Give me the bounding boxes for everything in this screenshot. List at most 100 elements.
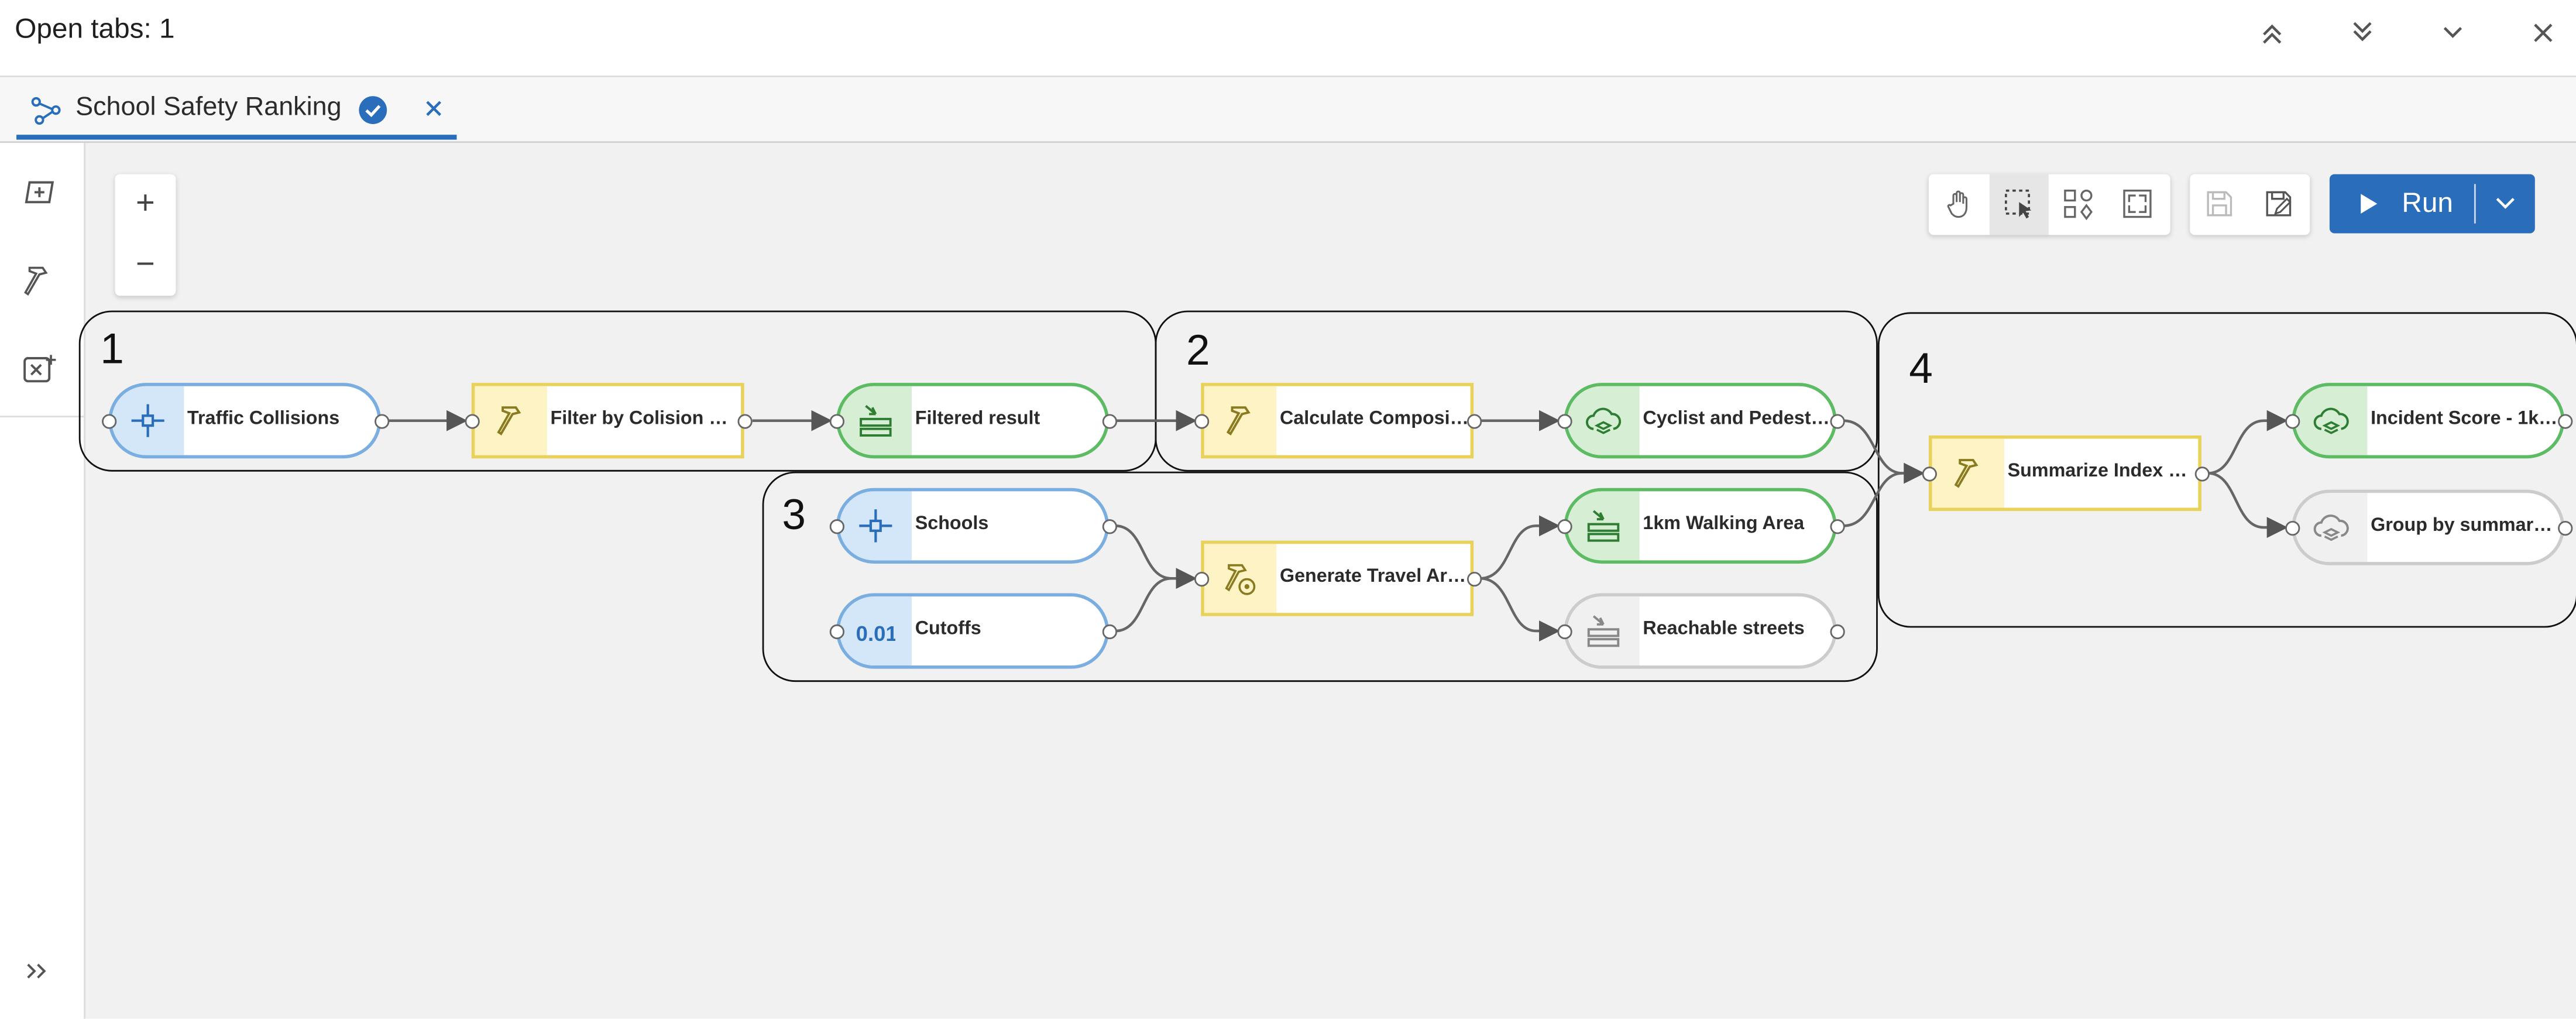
node-label: Cyclist and Pedestrian Index (1643, 409, 1834, 429)
expand-all-icon[interactable] (2341, 12, 2384, 54)
hammer-icon (1932, 438, 2005, 508)
port-n2-out[interactable] (737, 414, 753, 429)
port-n9-in[interactable] (1557, 519, 1572, 534)
hosted-layer-icon (2295, 493, 2368, 562)
hammer-icon (1204, 386, 1277, 455)
add-variable-icon[interactable] (20, 350, 59, 389)
hosted-layer-icon (2295, 386, 2368, 455)
node-calculate-composite[interactable]: Calculate Composite Index (1201, 383, 1474, 459)
port-n12-out[interactable] (2558, 414, 2573, 429)
group-box-3 (762, 471, 1878, 682)
node-label: Filtered result (915, 409, 1040, 429)
node-incident-score[interactable]: Incident Score - 1km Walking Area (2292, 383, 2565, 459)
run-options-chevron-icon[interactable] (2494, 194, 2517, 214)
port-n1-in[interactable] (102, 414, 117, 429)
node-label: Traffic Collisions (187, 409, 340, 429)
tab-school-safety-ranking[interactable]: School Safety Ranking (16, 77, 457, 140)
node-label: Filter by Colision with Cyclists and Ped… (550, 409, 741, 429)
node-label: Summarize Index Within Walking Area (2007, 461, 2199, 482)
auto-layout-icon (2064, 189, 2093, 221)
auto-layout-tool[interactable] (2049, 174, 2108, 235)
check-circle-icon (359, 96, 387, 124)
node-summarize-index[interactable]: Summarize Index Within Walking Area (1928, 435, 2201, 512)
zoom-to-fit-tool[interactable] (2108, 174, 2167, 235)
port-n6-in[interactable] (829, 519, 845, 534)
run-button-divider (2474, 184, 2476, 224)
navigation-toolbar (1928, 174, 2170, 235)
output-layer-icon (1567, 596, 1640, 665)
save-button[interactable] (2190, 174, 2249, 235)
port-n5-out[interactable] (1830, 414, 1845, 429)
save-as-icon (2266, 191, 2292, 217)
add-data-icon[interactable] (20, 173, 59, 212)
node-generate-travel-areas[interactable]: Generate Travel Areas (1201, 540, 1474, 616)
pan-tool[interactable] (1931, 174, 1990, 235)
port-n13-in[interactable] (2285, 520, 2300, 536)
close-icon[interactable] (2522, 12, 2564, 54)
node-filter-by-collision[interactable]: Filter by Colision with Cyclists and Ped… (471, 383, 744, 459)
port-n6-out[interactable] (1102, 519, 1118, 534)
hand-icon (1947, 190, 1968, 218)
node-label: Calculate Composite Index (1279, 409, 1471, 429)
port-n7-out[interactable] (1102, 624, 1118, 640)
save-toolbar (2190, 174, 2310, 235)
link-n5-n11 (1843, 419, 1925, 484)
port-n11-out[interactable] (2194, 466, 2210, 482)
port-n2-in[interactable] (465, 414, 480, 429)
marquee-select-icon (2005, 189, 2032, 219)
svg-text:0.01: 0.01 (856, 622, 895, 646)
group-number-4: 4 (1909, 343, 1933, 393)
zoom-in-button[interactable]: + (136, 186, 155, 222)
node-reachable-streets[interactable]: Reachable streets (1564, 593, 1837, 669)
port-n3-out[interactable] (1102, 414, 1118, 429)
node-label: 1km Walking Area (1643, 514, 1805, 534)
node-1km-walking-area[interactable]: 1km Walking Area (1564, 488, 1837, 564)
hammer-icon (475, 386, 547, 455)
node-schools[interactable]: Schools (836, 488, 1109, 564)
link-n7-n8 (1115, 577, 1172, 633)
link-n8-n9 (1480, 515, 1560, 580)
group-box-2 (1155, 310, 1878, 472)
number-icon: 0.01 (839, 596, 912, 665)
output-layer-icon (1567, 491, 1640, 561)
port-n7-in[interactable] (829, 624, 845, 640)
node-cyclist-pedestrian-index[interactable]: Cyclist and Pedestrian Index (1564, 383, 1837, 459)
port-n8-out[interactable] (1467, 571, 1482, 587)
select-tool[interactable] (1989, 174, 2049, 235)
port-n13-out[interactable] (2558, 520, 2573, 536)
sidebar-divider (0, 416, 84, 418)
node-label: Cutoffs (915, 619, 981, 640)
expand-sidebar-icon[interactable] (20, 951, 59, 990)
point-layer-icon (111, 386, 184, 455)
zoom-out-button[interactable]: − (136, 246, 155, 283)
tab-strip: School Safety Ranking (0, 77, 2576, 143)
run-button[interactable]: Run (2329, 174, 2535, 234)
port-n1-out[interactable] (375, 414, 390, 429)
port-n11-in[interactable] (1922, 466, 1937, 482)
port-n12-in[interactable] (2285, 414, 2300, 429)
link-n9-n11 (1843, 472, 1903, 527)
port-n4-out[interactable] (1467, 414, 1482, 429)
node-filtered-result[interactable]: Filtered result (836, 383, 1109, 459)
port-n5-in[interactable] (1557, 414, 1572, 429)
node-traffic-collisions[interactable]: Traffic Collisions (108, 383, 382, 459)
collapse-all-icon[interactable] (2251, 12, 2293, 54)
save-as-button[interactable] (2249, 174, 2308, 235)
node-group-by-summary[interactable]: Group by summary table (2292, 489, 2565, 565)
port-n10-in[interactable] (1557, 624, 1572, 640)
node-cutoffs[interactable]: 0.01 Cutoffs (836, 593, 1109, 669)
link-n11-n13 (2207, 472, 2288, 538)
port-n8-in[interactable] (1194, 571, 1210, 587)
port-n3-in[interactable] (829, 414, 845, 429)
play-icon (2361, 194, 2378, 214)
close-tab-icon[interactable] (421, 95, 447, 122)
chevron-down-icon[interactable] (2431, 12, 2474, 54)
left-sidebar (0, 143, 85, 1019)
save-icon (2207, 191, 2232, 217)
port-n10-out[interactable] (1830, 624, 1845, 640)
tools-hammer-icon[interactable] (20, 261, 59, 300)
port-n9-out[interactable] (1830, 519, 1845, 534)
port-n4-in[interactable] (1194, 414, 1210, 429)
